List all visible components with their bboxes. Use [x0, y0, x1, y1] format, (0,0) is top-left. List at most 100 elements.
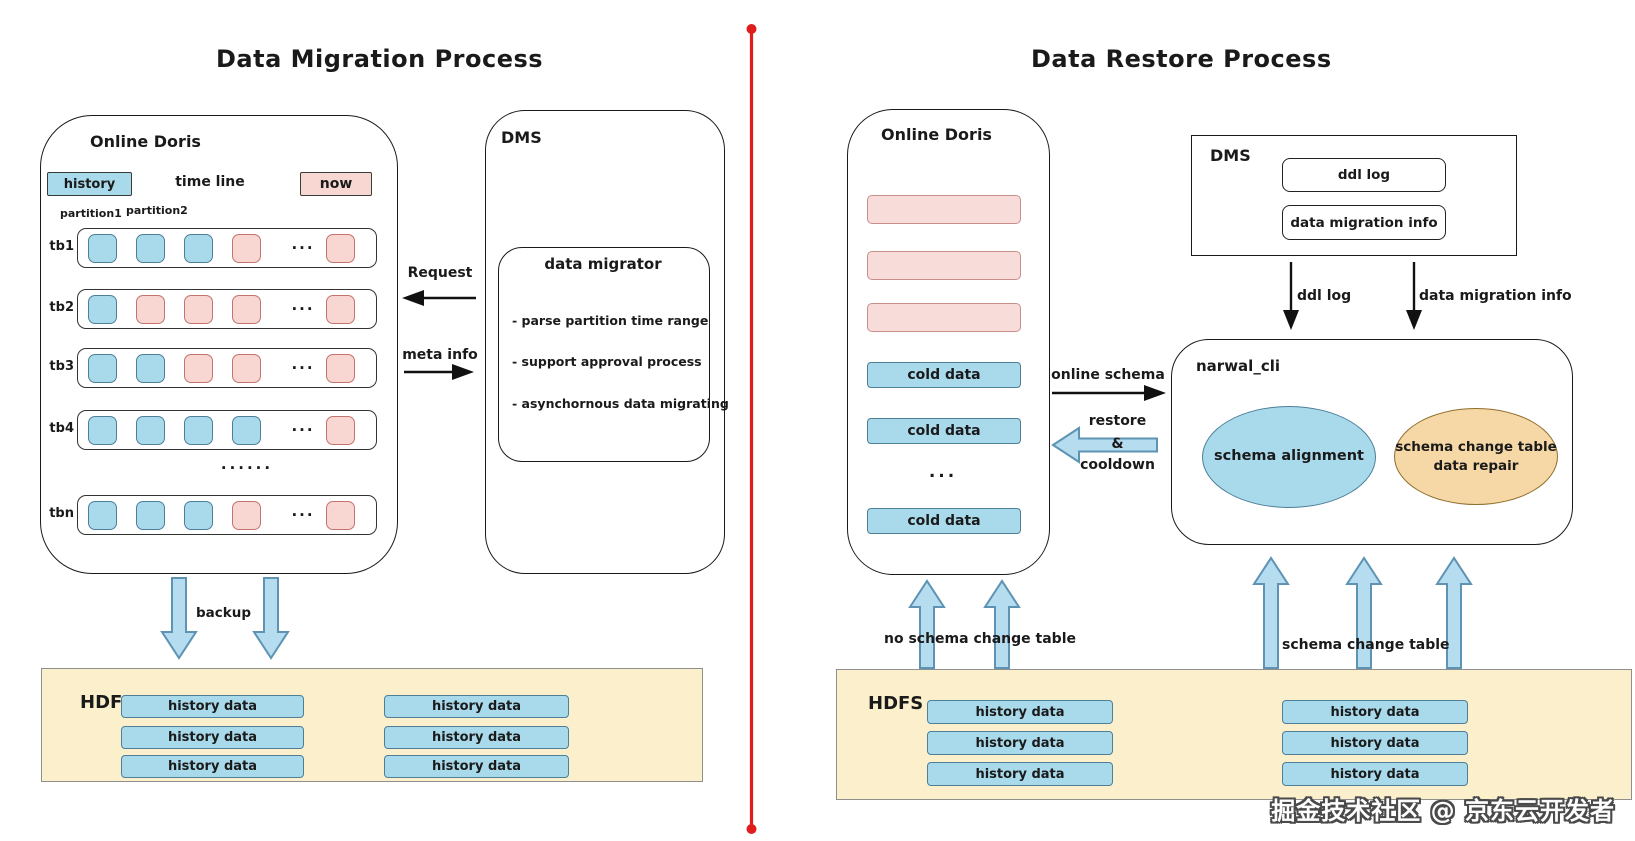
partition-cell-blue: [88, 233, 117, 263]
history-chip: history: [47, 172, 132, 196]
hot-data-bar: [867, 195, 1021, 224]
ddl-log-arrow-label: ddl log: [1297, 288, 1352, 304]
table-row-label: tb1: [49, 239, 74, 254]
watermark: 掘金技术社区 @ 京东云开发者: [1271, 797, 1615, 825]
cell-dots: ...: [291, 296, 315, 314]
red-divider-line: [746, 24, 757, 834]
backup-label: backup: [196, 605, 252, 621]
table-row-tb3: tb3...: [49, 348, 377, 388]
table-row-label: tb3: [49, 359, 74, 374]
meta-info-arrow: [404, 364, 474, 380]
cold-data-chip: cold data: [867, 418, 1021, 444]
history-data-chip: history data: [384, 726, 569, 749]
dms-label-restore: DMS: [1210, 146, 1251, 165]
partition-cell-pink: [232, 294, 261, 324]
partition-cell-pink: [232, 233, 261, 263]
restore-title: Data Restore Process: [1031, 45, 1332, 73]
doris-table-rows: tb1...tb2...tb3...tb4...tbn.........: [49, 228, 377, 538]
backup-arrow-right: [252, 577, 290, 660]
table-row-label: tb2: [49, 300, 74, 315]
partition-cell-blue: [88, 500, 117, 530]
schema-alignment-ellipse: schema alignment: [1202, 406, 1376, 508]
history-data-chip: history data: [1282, 700, 1468, 724]
partition-cell-blue: [184, 233, 213, 263]
history-data-chip: history data: [927, 762, 1113, 786]
table-row-tb2: tb2...: [49, 289, 377, 329]
schema-change-repair-ellipse: schema change table data repair: [1394, 408, 1558, 505]
data-migrator-title: data migrator: [544, 255, 662, 273]
hdfs-box-migration: [41, 668, 703, 782]
partition-cell-pink: [232, 500, 261, 530]
table-row-label: tb4: [49, 421, 74, 436]
schema-change-label: schema change table: [1282, 637, 1450, 653]
partition-cell-pink: [184, 294, 213, 324]
cold-data-chip: cold data: [867, 362, 1021, 388]
schema-change-repair-text: schema change table data repair: [1395, 438, 1557, 474]
table-row-label: tbn: [49, 506, 74, 521]
dms-label-migration: DMS: [501, 128, 542, 147]
ddl-log-box: ddl log: [1282, 158, 1446, 192]
partition-cell-pink: [184, 353, 213, 383]
cold-data-dots: ...: [928, 462, 958, 482]
partition-cell-pink: [326, 233, 355, 263]
data-migration-info-box: data migration info: [1282, 205, 1446, 240]
history-data-chip: history data: [1282, 731, 1468, 755]
partition1-label: partition1: [60, 207, 122, 220]
cell-dots: ...: [291, 355, 315, 373]
bullet-parse: - parse partition time range: [512, 313, 709, 328]
partition-cell-blue: [232, 415, 261, 445]
cell-dots: ...: [291, 235, 315, 253]
online-doris-label-restore: Online Doris: [881, 125, 992, 144]
timeline-label: time line: [175, 174, 245, 190]
backup-arrow-left: [160, 577, 198, 660]
online-schema-label: online schema: [1051, 367, 1165, 383]
partition-cell-pink: [326, 500, 355, 530]
partition-cell-pink: [326, 353, 355, 383]
history-data-chip: history data: [1282, 762, 1468, 786]
partition-cell-blue: [88, 353, 117, 383]
history-data-chip: history data: [121, 695, 304, 718]
hdfs-label-restore: HDFS: [868, 693, 924, 714]
online-schema-arrow: [1052, 385, 1166, 401]
partition-cell-blue: [136, 353, 165, 383]
data-migrator-bullets: - parse partition time range - support a…: [512, 300, 729, 424]
no-schema-arrow-1: [908, 579, 946, 669]
partition-cell-blue: [136, 500, 165, 530]
partition-cell-pink: [232, 353, 261, 383]
hot-data-bar: [867, 251, 1021, 280]
partition-cell-blue: [136, 415, 165, 445]
ampersand-label: &: [1111, 436, 1124, 452]
partition-cell-pink: [136, 294, 165, 324]
history-data-chip: history data: [384, 695, 569, 718]
partition2-label: partition2: [126, 204, 188, 217]
cold-data-chip: cold data: [867, 508, 1021, 534]
bullet-approval: - support approval process: [512, 354, 702, 370]
partition-cell-pink: [326, 415, 355, 445]
partition-cell-blue: [136, 233, 165, 263]
request-label: Request: [407, 265, 473, 281]
history-data-chip: history data: [927, 731, 1113, 755]
cooldown-label: cooldown: [1080, 457, 1155, 473]
table-row-tb4: tb4...: [49, 410, 377, 450]
repair-line2: data repair: [1433, 457, 1519, 474]
data-migrator-box: [498, 247, 710, 462]
now-chip: now: [300, 172, 372, 196]
restore-label: restore: [1088, 413, 1147, 429]
cell-dots: ...: [291, 417, 315, 435]
no-schema-arrow-2: [983, 579, 1021, 669]
history-data-chip: history data: [121, 755, 304, 778]
narwal-cli-label: narwal_cli: [1196, 357, 1280, 375]
table-row-tb1: tb1...: [49, 228, 377, 268]
table-rows-dots: ......: [220, 455, 274, 473]
data-migration-info-arrow-label: data migration info: [1419, 288, 1572, 304]
history-data-chip: history data: [121, 726, 304, 749]
migration-title: Data Migration Process: [216, 45, 544, 73]
online-doris-box-restore: [847, 109, 1050, 575]
repair-line1: schema change table: [1395, 439, 1557, 456]
no-schema-change-label: no schema change table: [884, 631, 1076, 647]
partition-cell-blue: [184, 415, 213, 445]
online-doris-label: Online Doris: [90, 132, 201, 151]
history-data-chip: history data: [927, 700, 1113, 724]
partition-cell-blue: [88, 415, 117, 445]
